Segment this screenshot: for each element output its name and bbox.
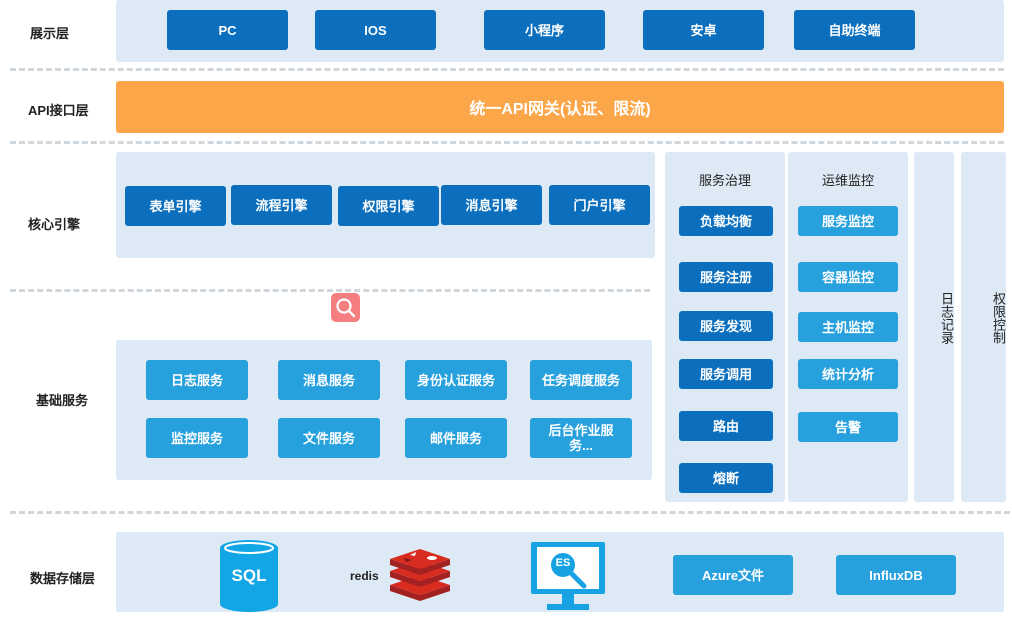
engine-permission: 权限引擎 [338,186,439,226]
layer-label-storage: 数据存储层 [30,571,96,586]
layer-label-api: API接口层 [28,103,89,118]
presentation-item-miniprogram: 小程序 [484,10,605,50]
service-background-job: 后台作业服务... [530,418,632,458]
ops-alert: 告警 [798,412,898,442]
presentation-item-android: 安卓 [643,10,764,50]
search-icon[interactable] [331,293,360,322]
layer-label-core: 核心引擎 [28,217,81,232]
service-log: 日志服务 [146,360,248,400]
ops-container-monitor: 容器监控 [798,262,898,292]
permission-control-label: 权限控制 [991,292,1006,344]
service-auth: 身份认证服务 [405,360,507,400]
governance-routing: 路由 [679,411,773,441]
storage-azure: Azure文件 [673,555,793,595]
service-mail: 邮件服务 [405,418,507,458]
service-scheduler: 任务调度服务 [530,360,632,400]
layer-label-base: 基础服务 [36,393,89,408]
layer-label-presentation: 展示层 [30,26,70,41]
governance-invoke: 服务调用 [679,359,773,389]
service-message: 消息服务 [278,360,380,400]
separator-line [10,511,1010,514]
elasticsearch-icon [529,540,607,612]
separator-line [10,68,1004,71]
api-gateway: 统一API网关(认证、限流) [116,81,1004,133]
governance-registry: 服务注册 [679,262,773,292]
engine-message: 消息引擎 [441,185,542,225]
separator-line [10,289,650,292]
presentation-item-pc: PC [167,10,288,50]
engine-form: 表单引擎 [125,186,226,226]
ops-service-monitor: 服务监控 [798,206,898,236]
ops-title: 运维监控 [821,173,874,188]
governance-circuit-breaker: 熔断 [679,463,773,493]
service-file: 文件服务 [278,418,380,458]
sql-label: SQL [231,566,267,585]
governance-discovery: 服务发现 [679,311,773,341]
redis-icon [388,549,452,601]
storage-influxdb: InfluxDB [836,555,956,595]
log-record-label: 日志记录 [939,292,954,344]
service-monitor: 监控服务 [146,418,248,458]
governance-load-balance: 负载均衡 [679,206,773,236]
es-label: ES [555,557,571,569]
redis-label: redis [350,569,379,583]
ops-statistics: 统计分析 [798,359,898,389]
permission-control-panel [961,152,1006,502]
presentation-item-ios: IOS [315,10,436,50]
database-icon [219,538,279,612]
presentation-item-kiosk: 自助终端 [794,10,915,50]
log-record-panel [914,152,954,502]
engine-portal: 门户引擎 [549,185,650,225]
separator-line [10,141,1004,144]
ops-host-monitor: 主机监控 [798,312,898,342]
engine-workflow: 流程引擎 [231,185,332,225]
governance-title: 服务治理 [698,173,751,188]
